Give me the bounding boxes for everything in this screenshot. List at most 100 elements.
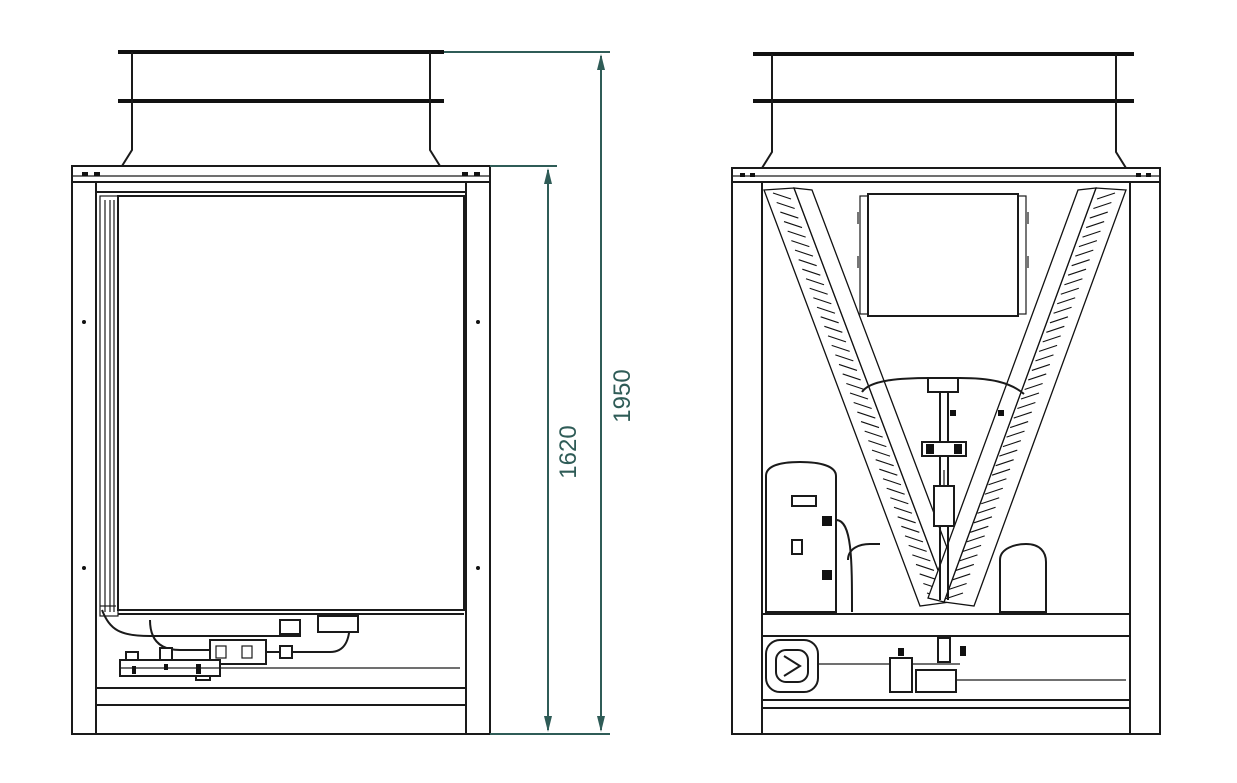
side-coil-panel [99,195,465,617]
side-fan-shroud [118,50,444,167]
dimension-annotations: 1620 1950 [444,51,636,735]
coil-fin [824,325,843,333]
coil-fin [1085,221,1105,229]
dimension-1620-label: 1620 [555,425,582,478]
coil-fin [827,335,847,343]
coil-fin [1060,287,1079,295]
coil-fin [984,487,1003,495]
coil-fin [970,525,989,533]
coil-fin [1031,363,1051,371]
coil-fin [1071,259,1090,267]
coil-fin [890,497,909,505]
coil-fin [787,230,806,238]
coil-fin [1002,440,1022,448]
coil-fin [802,268,821,276]
coil-fin [1024,382,1043,390]
coil-fin [846,382,865,390]
electrical-box [857,193,1029,317]
coil-fin [1006,430,1025,438]
coil-fin [981,497,1000,505]
side-frame [71,181,491,735]
coil-fin [1075,249,1094,257]
dimension-1950-label: 1950 [609,369,636,422]
coil-fin [977,506,996,514]
dimension-1950: 1950 [597,54,636,732]
coil-fin [915,563,935,571]
coil-fin [805,278,825,286]
coil-fin [838,363,858,371]
coil-fin [908,544,927,552]
coil-fin [860,421,880,429]
coil-fin [973,516,993,524]
coil-fin [882,478,902,486]
coil-fin [1057,297,1076,305]
coil-fin [783,221,803,229]
coil-fin [912,554,931,562]
coil-fin [1093,202,1112,210]
coil-fin [1009,421,1029,429]
coil-fin [995,459,1014,467]
coil-fin [791,240,810,248]
coil-fin [1042,335,1061,343]
front-view [731,52,1161,735]
coil-fin [772,192,792,200]
coil-fin [1049,316,1069,324]
coil-fin [1078,240,1098,248]
coil-fin [893,506,913,514]
front-bottom-fittings [765,637,1126,693]
coil-fin [853,402,872,410]
right-coil-fins [944,192,1116,600]
coil-fin [1064,278,1083,286]
coil-fin [904,535,924,543]
coil-fin [988,478,1007,486]
coil-fin [1046,325,1065,333]
coil-fin [1053,306,1072,314]
coil-fin [798,259,817,267]
coil-fin [897,516,916,524]
coil-fin [948,582,967,590]
front-frame [731,181,1161,735]
coil-fin [1082,230,1101,238]
coil-fin [1038,344,1058,352]
coil-fin [959,554,978,562]
coil-fin [999,449,1018,457]
coil-fin [901,525,920,533]
coil-fin [879,468,898,476]
front-center-piping [861,377,1025,600]
coil-fin [842,373,861,381]
coil-fin [952,573,971,581]
right-v-coil [927,187,1127,607]
coil-fin [955,563,975,571]
side-bottom-piping [100,605,460,681]
coil-fin [871,449,891,457]
coil-fin [857,411,876,419]
left-coil-fins [772,192,946,600]
front-fan-shroud [753,52,1134,169]
coil-fin [820,316,839,324]
left-compressor [765,460,853,613]
coil-fin [1089,211,1108,219]
coil-fin [816,306,836,314]
coil-fin [831,344,850,352]
side-top-cap [71,165,491,183]
coil-fin [864,430,883,438]
coil-fin [991,468,1011,476]
coil-fin [868,440,887,448]
coil-fin [1035,354,1054,362]
side-view [71,50,491,735]
coil-fin [875,459,894,467]
coil-fin [962,544,982,552]
coil-fin [776,202,795,210]
coil-fin [1017,402,1036,410]
coil-fin [813,297,832,305]
coil-fin [1067,268,1087,276]
coil-fin [1013,411,1032,419]
coil-fin [794,249,814,257]
coil-fin [835,354,854,362]
dimension-1620: 1620 [544,168,582,732]
coil-fin [780,211,799,219]
coil-fin [849,392,869,400]
right-compressor [847,542,1047,613]
coil-fin [1096,192,1116,200]
